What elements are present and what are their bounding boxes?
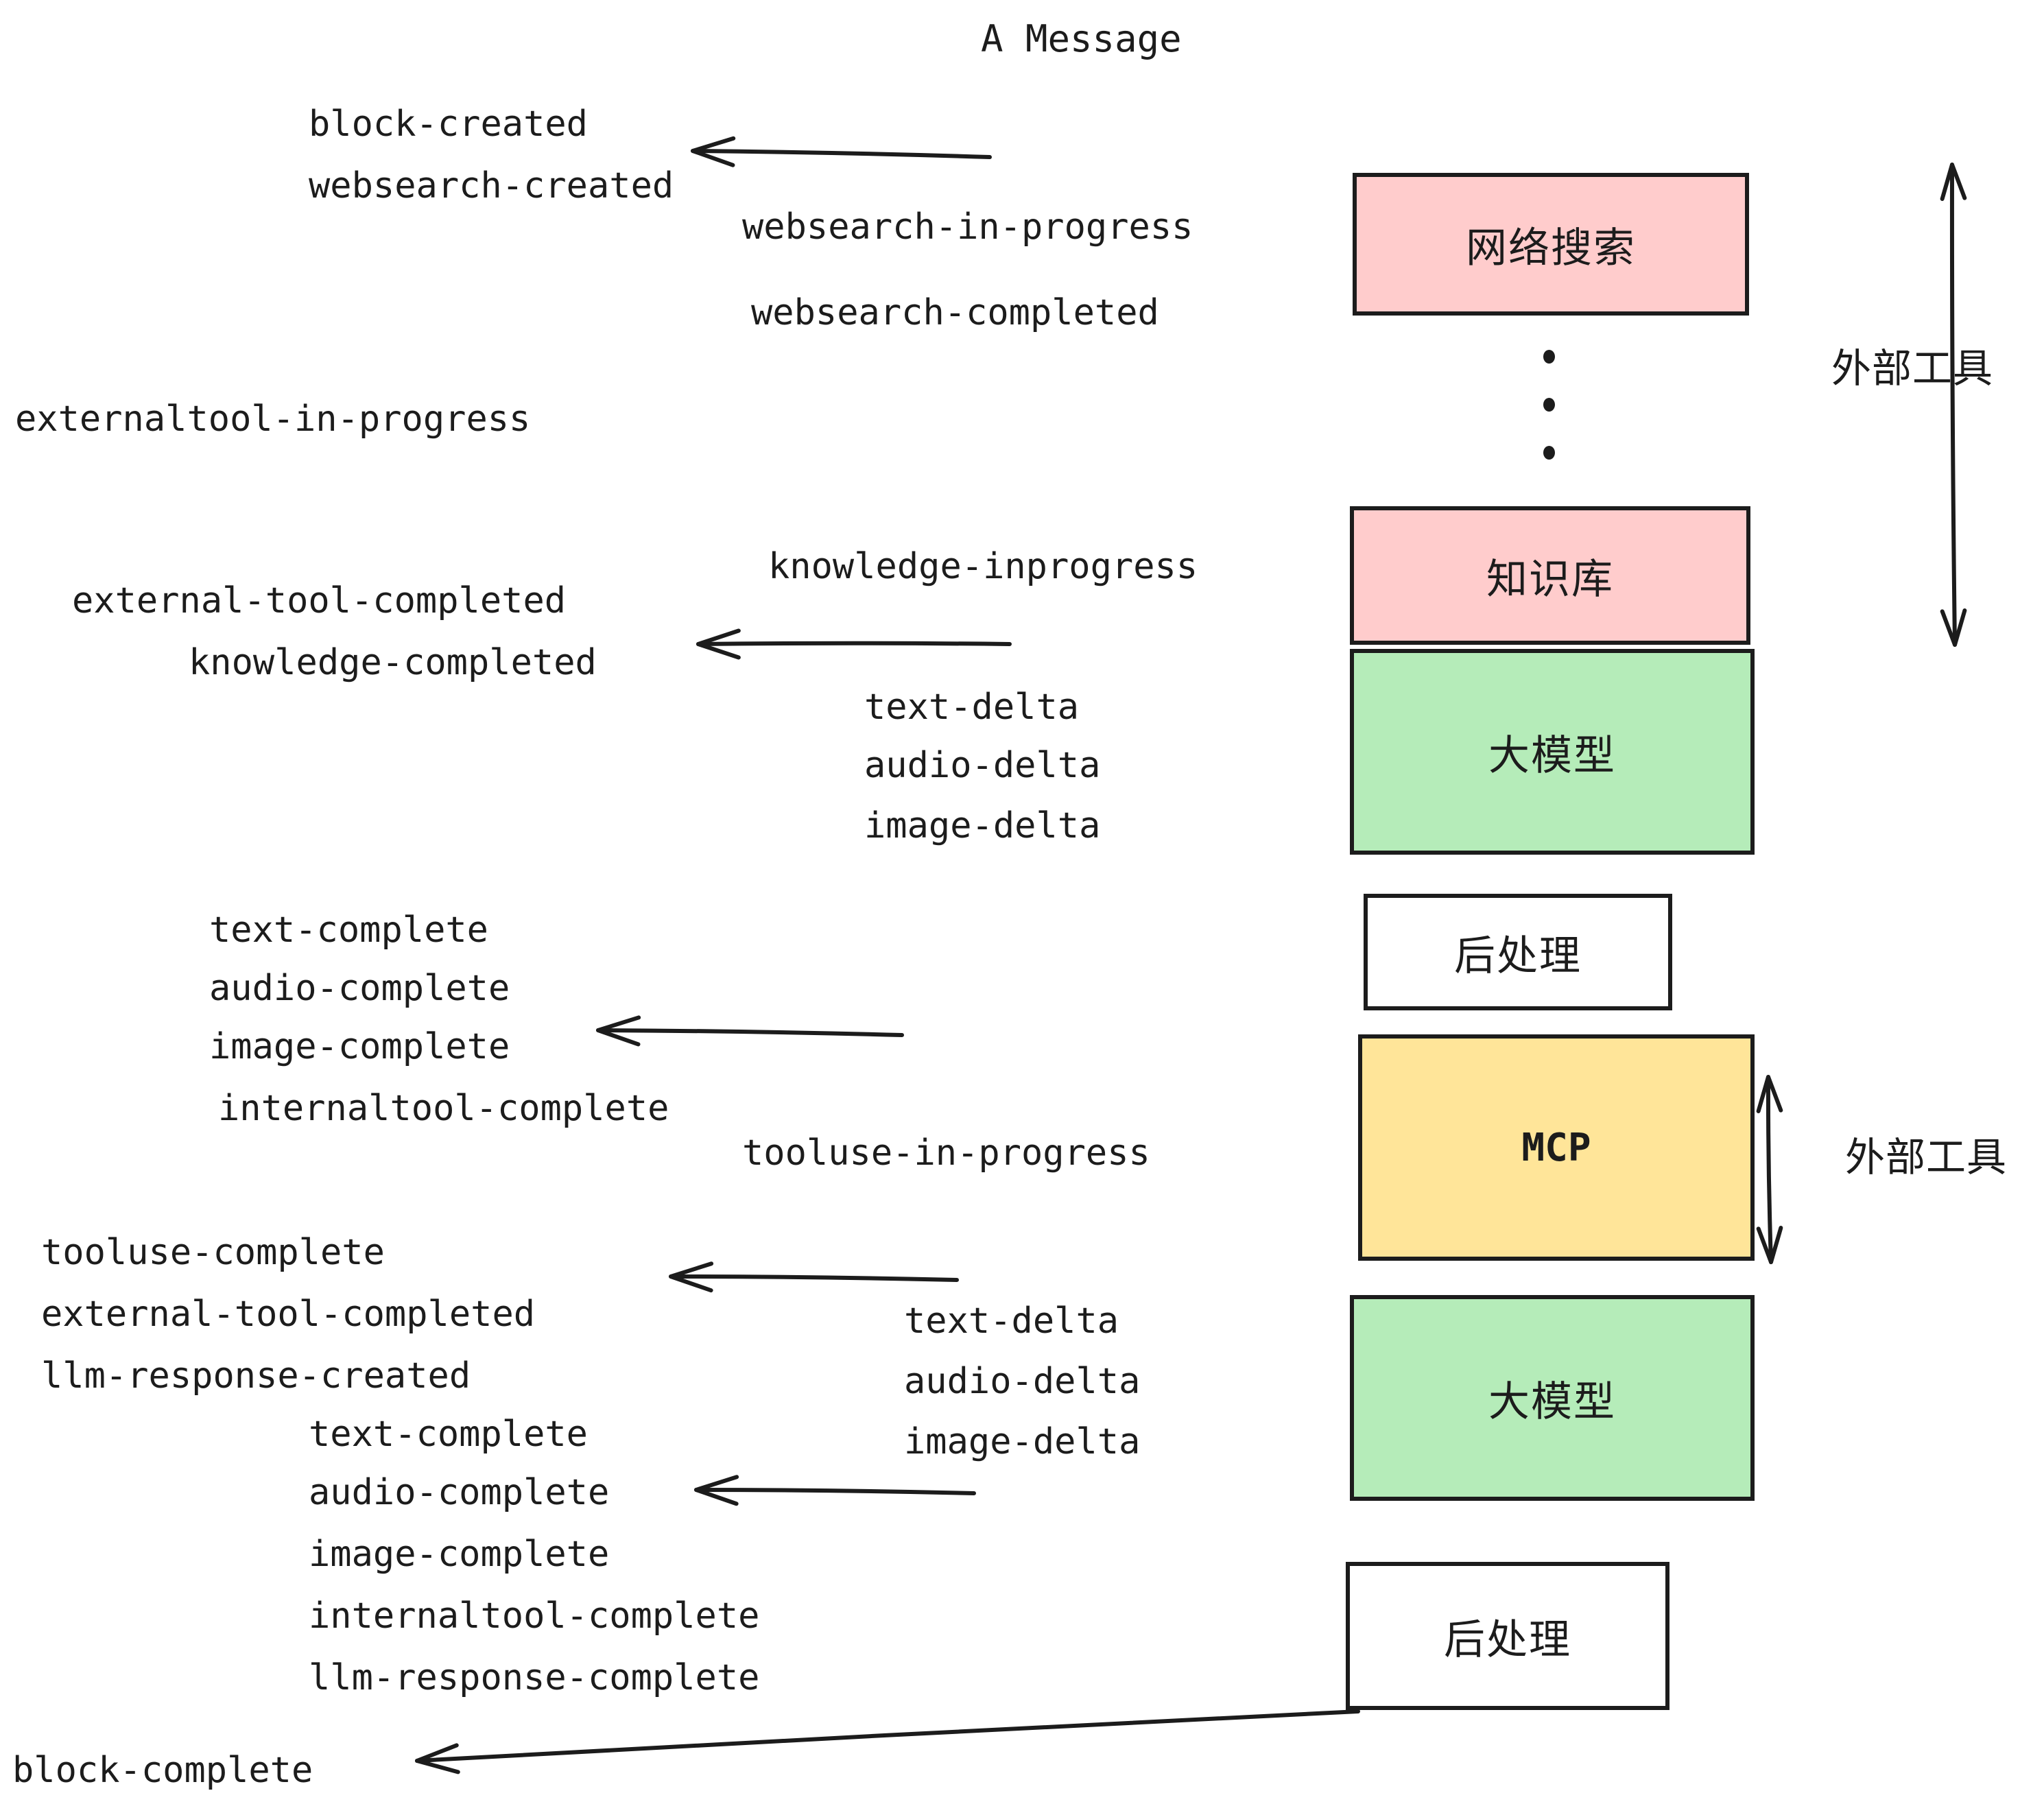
external-tools-arrow-bottom bbox=[1756, 1075, 1783, 1264]
event-label: externaltool-in-progress bbox=[15, 399, 531, 440]
arrow-line bbox=[696, 641, 1012, 646]
arrow-head bbox=[1940, 163, 1967, 201]
event-label: block-created bbox=[309, 104, 588, 145]
vertical-ellipsis bbox=[1543, 350, 1555, 460]
page-title: A Message bbox=[981, 17, 1182, 60]
event-label: internaltool-complete bbox=[309, 1595, 760, 1637]
arrow-line bbox=[1766, 1075, 1773, 1264]
arrow-head bbox=[415, 1743, 460, 1775]
event-label: image-complete bbox=[309, 1534, 610, 1575]
event-label: llm-response-complete bbox=[309, 1657, 760, 1698]
arrow-image-complete bbox=[596, 1015, 904, 1047]
event-label: text-complete bbox=[309, 1414, 588, 1455]
event-label: text-delta bbox=[904, 1301, 1119, 1342]
event-label: audio-complete bbox=[209, 968, 510, 1009]
arrow-block-created bbox=[691, 136, 992, 167]
arrow-head bbox=[694, 1475, 739, 1506]
ellipsis-dot bbox=[1543, 398, 1555, 412]
arrow-knowledge-completed bbox=[696, 628, 1012, 660]
arrow-line bbox=[596, 1028, 904, 1037]
group-label-external-tools-bottom: 外部工具 bbox=[1845, 1134, 2008, 1180]
external-tools-arrow-top bbox=[1940, 163, 1967, 647]
arrow-head bbox=[596, 1015, 641, 1047]
node-postprocess-1: 后处理 bbox=[1364, 894, 1672, 1010]
node-llm-1: 大模型 bbox=[1350, 649, 1755, 855]
arrow-head bbox=[696, 628, 741, 660]
node-llm-2: 大模型 bbox=[1350, 1295, 1755, 1501]
node-knowledge: 知识库 bbox=[1350, 506, 1750, 645]
arrow-line bbox=[669, 1274, 959, 1282]
event-label: audio-delta bbox=[904, 1361, 1141, 1402]
event-label: audio-complete bbox=[309, 1472, 610, 1513]
event-label: block-complete bbox=[12, 1750, 313, 1791]
event-label: text-delta bbox=[864, 687, 1080, 728]
ellipsis-dot bbox=[1543, 350, 1555, 364]
event-label: tooluse-in-progress bbox=[742, 1132, 1150, 1174]
node-postprocess-2: 后处理 bbox=[1346, 1562, 1669, 1710]
arrow-line bbox=[691, 149, 992, 159]
event-label: audio-delta bbox=[864, 745, 1101, 786]
event-label: image-delta bbox=[904, 1421, 1141, 1462]
event-label: image-delta bbox=[864, 805, 1101, 846]
node-mcp: MCP bbox=[1358, 1034, 1755, 1261]
arrow-head bbox=[1756, 1226, 1783, 1264]
event-label: internaltool-complete bbox=[218, 1088, 669, 1129]
event-label: knowledge-completed bbox=[189, 642, 597, 683]
arrow-head bbox=[691, 136, 736, 167]
group-label-external-tools-top: 外部工具 bbox=[1831, 345, 1994, 392]
event-label: knowledge-inprogress bbox=[768, 546, 1198, 587]
arrow-head bbox=[669, 1261, 714, 1293]
event-label: text-complete bbox=[209, 910, 488, 951]
arrow-tooluse-complete bbox=[669, 1261, 959, 1293]
arrow-head bbox=[1940, 608, 1967, 647]
event-label: image-complete bbox=[209, 1026, 510, 1067]
node-websearch: 网络搜索 bbox=[1353, 173, 1749, 316]
arrow-head bbox=[1756, 1075, 1783, 1113]
arrow-line bbox=[694, 1488, 976, 1495]
arrow-audio-complete bbox=[694, 1475, 976, 1506]
event-label: external-tool-completed bbox=[41, 1294, 536, 1335]
arrow-block-complete bbox=[415, 1709, 1360, 1775]
event-label: websearch-created bbox=[309, 165, 674, 206]
ellipsis-dot bbox=[1543, 446, 1555, 460]
arrow-line bbox=[1949, 163, 1957, 647]
event-label: websearch-in-progress bbox=[742, 206, 1193, 248]
arrow-line bbox=[415, 1709, 1360, 1763]
event-label: tooluse-complete bbox=[41, 1232, 385, 1273]
event-label: llm-response-created bbox=[41, 1355, 471, 1397]
event-label: external-tool-completed bbox=[72, 580, 567, 621]
event-label: websearch-completed bbox=[751, 292, 1159, 333]
